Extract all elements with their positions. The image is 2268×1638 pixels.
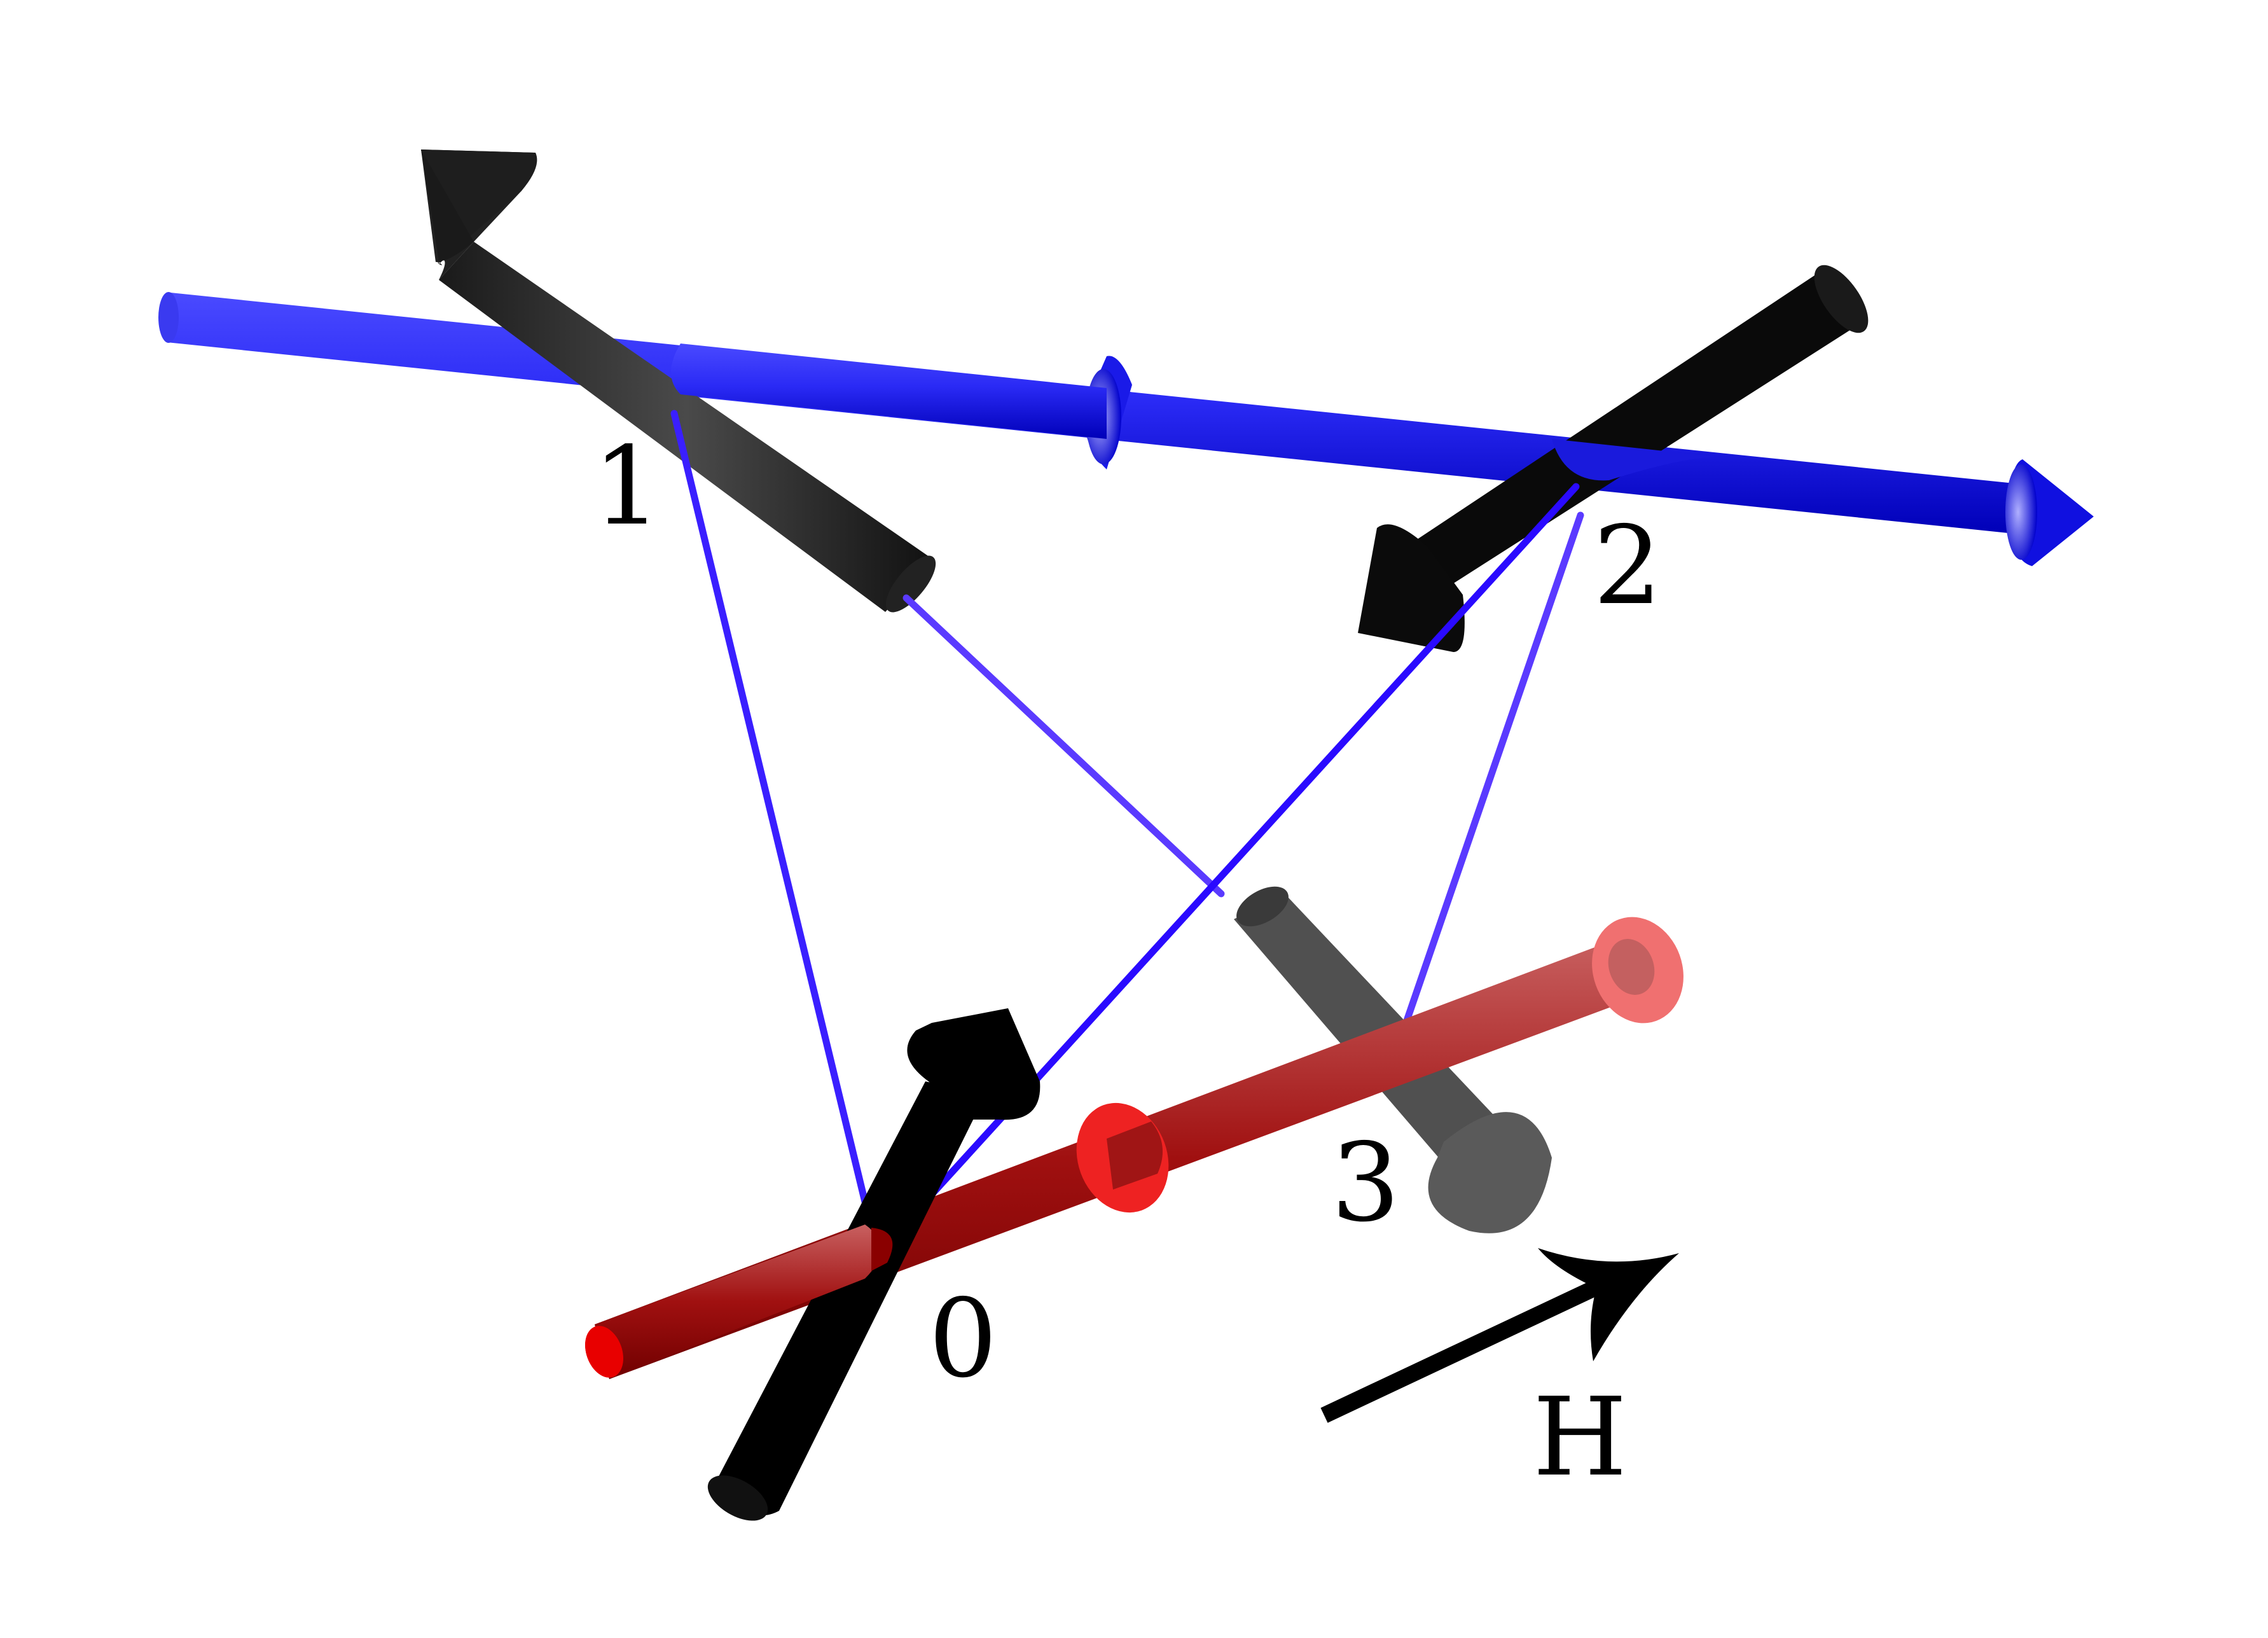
blue-chain-end-cap xyxy=(158,292,179,343)
spin-2-shaft xyxy=(1415,270,1854,592)
site-label-2: 2 xyxy=(1593,503,1663,629)
spin-2-head xyxy=(1358,524,1465,652)
field-arrow-shaft xyxy=(1320,1265,1632,1423)
spin-0-shaft xyxy=(712,1081,986,1516)
spin-0-head xyxy=(907,1008,1041,1120)
spin-1-shaft xyxy=(439,242,934,612)
site-label-0: 0 xyxy=(929,1276,998,1402)
spin-1-arrow-icon xyxy=(421,149,936,613)
blue-chain-rod-front-1 xyxy=(671,344,1107,439)
spin-3-arrow-icon xyxy=(1234,886,1552,1233)
site-label-1: 1 xyxy=(593,424,662,550)
blue-chain-arrowhead-icon xyxy=(2005,459,2094,566)
bond-2-3 xyxy=(1402,511,1584,1028)
spin-0-arrow-icon xyxy=(707,1008,1041,1521)
field-arrow-head xyxy=(1538,1248,1679,1361)
spin-2-arrow-icon xyxy=(1358,265,1869,652)
field-label: H xyxy=(1533,1375,1628,1501)
field-arrow-icon xyxy=(1320,1248,1679,1423)
blue-chain-rod-front-2 xyxy=(1552,439,1717,481)
red-chain-rod-front xyxy=(595,1225,881,1379)
bond-1-0 xyxy=(670,410,872,1219)
site-label-3: 3 xyxy=(1331,1120,1400,1246)
bond-1-3 xyxy=(902,594,1225,898)
spin-3-shaft xyxy=(1234,894,1501,1167)
spin-3-head xyxy=(1428,1112,1552,1233)
tetrahedron-bonds xyxy=(670,410,1584,1219)
